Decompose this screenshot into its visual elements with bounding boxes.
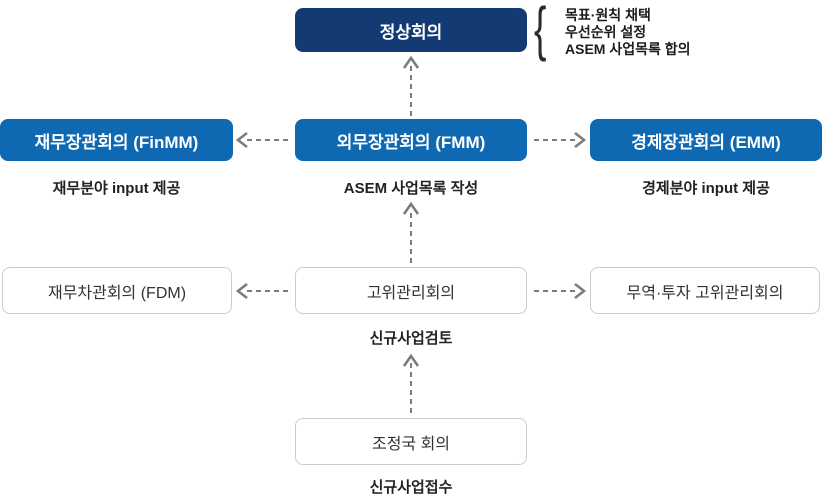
summit-outcome-item: 목표·원칙 채택 [565, 7, 651, 23]
node-foreign-ministers-meeting: 외무장관회의 (FMM) [295, 119, 527, 161]
node-summit-meeting: 정상회의 [295, 8, 527, 52]
arrow-right-icon [534, 131, 587, 149]
node-trade-investment-som: 무역·투자 고위관리회의 [590, 267, 820, 314]
caption-asem-project-list: ASEM 사업목록 작성 [343, 180, 479, 197]
node-finance-deputies-meeting: 재무차관회의 (FDM) [2, 267, 232, 314]
caption-finance-input: 재무분야 input 제공 [52, 180, 181, 197]
summit-outcome-item: 우선순위 설정 [565, 24, 647, 40]
arrow-up-icon [402, 353, 420, 413]
node-coordinators-meeting: 조정국 회의 [295, 418, 527, 465]
caption-economic-input: 경제분야 input 제공 [642, 180, 770, 197]
caption-new-project-review: 신규사업검토 [369, 330, 453, 347]
arrow-left-icon [235, 282, 288, 300]
summit-outcome-list: 목표·원칙 채택 우선순위 설정 ASEM 사업목록 합의 [565, 7, 691, 58]
node-economic-ministers-meeting: 경제장관회의 (EMM) [590, 119, 822, 161]
arrow-up-icon [402, 55, 420, 116]
summit-outcome-item: ASEM 사업목록 합의 [565, 41, 691, 57]
caption-new-project-intake: 신규사업접수 [369, 479, 453, 496]
brace-icon: { [534, 0, 547, 62]
arrow-left-icon [235, 131, 288, 149]
arrow-right-icon [534, 282, 587, 300]
node-senior-officials-meeting: 고위관리회의 [295, 267, 527, 314]
arrow-up-icon [402, 201, 420, 263]
node-finance-ministers-meeting: 재무장관회의 (FinMM) [0, 119, 233, 161]
